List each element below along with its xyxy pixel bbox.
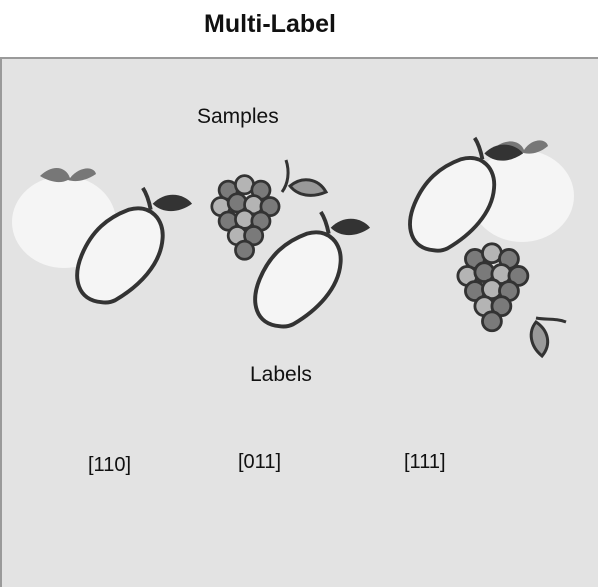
grape-leaf-icon <box>287 178 329 197</box>
grapes-icon <box>456 242 530 333</box>
sample-orange-mango <box>12 167 192 303</box>
labels-caption: Labels <box>250 363 312 386</box>
samples-caption: Samples <box>197 105 279 128</box>
label-sample-1: [110] <box>88 454 131 476</box>
sample-mango-orange-grapes <box>408 135 574 359</box>
label-sample-2: [011] <box>238 451 281 473</box>
orange-icon <box>470 150 574 242</box>
grape-leaf-icon <box>529 319 550 359</box>
grape-stem-icon <box>280 159 290 193</box>
grape-stem-icon <box>535 316 567 324</box>
grapes-icon <box>210 174 281 261</box>
diagram-title: Multi-Label <box>204 10 336 38</box>
label-sample-3: [111] <box>404 451 446 473</box>
sample-grapes-mango <box>210 159 370 327</box>
orange-leaf-icon <box>40 167 96 183</box>
mango-icon <box>255 212 370 327</box>
